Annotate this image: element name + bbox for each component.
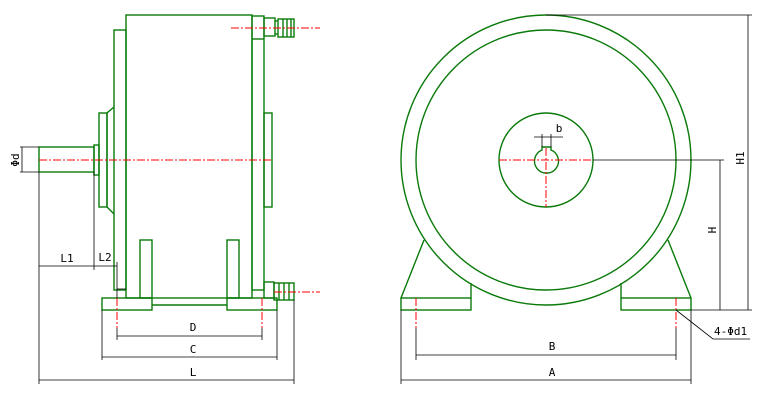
holes-leader [675,309,750,340]
right-foot-front [620,297,692,311]
label-holes: 4-Φd1 [714,325,747,338]
label-d: D [190,321,197,334]
label-c: C [190,343,197,356]
front-view: b H H1 4-Φd1 B A [400,14,752,384]
rear-endcap [251,15,265,291]
right-gusset [667,239,692,299]
label-a: A [549,366,556,379]
motor-body [125,14,253,299]
label-l: L [190,366,197,379]
label-b: B [549,340,556,353]
left-foot [101,297,153,311]
shaft-keyway [533,146,560,174]
label-h1: H1 [734,151,747,164]
left-rib [139,239,153,299]
label-l1: L1 [60,252,73,265]
left-foot-front [400,297,472,311]
label-key-width: b [556,122,563,135]
side-view: Φd L1 L2 D C L [9,14,320,384]
label-shaft-diameter: Φd [9,153,22,166]
right-foot [226,297,278,311]
bottom-nozzle [263,281,275,299]
right-rib [226,239,240,299]
left-gusset [400,239,425,299]
label-h: H [706,227,719,234]
label-l2: L2 [98,251,111,264]
top-nozzle [263,17,276,37]
